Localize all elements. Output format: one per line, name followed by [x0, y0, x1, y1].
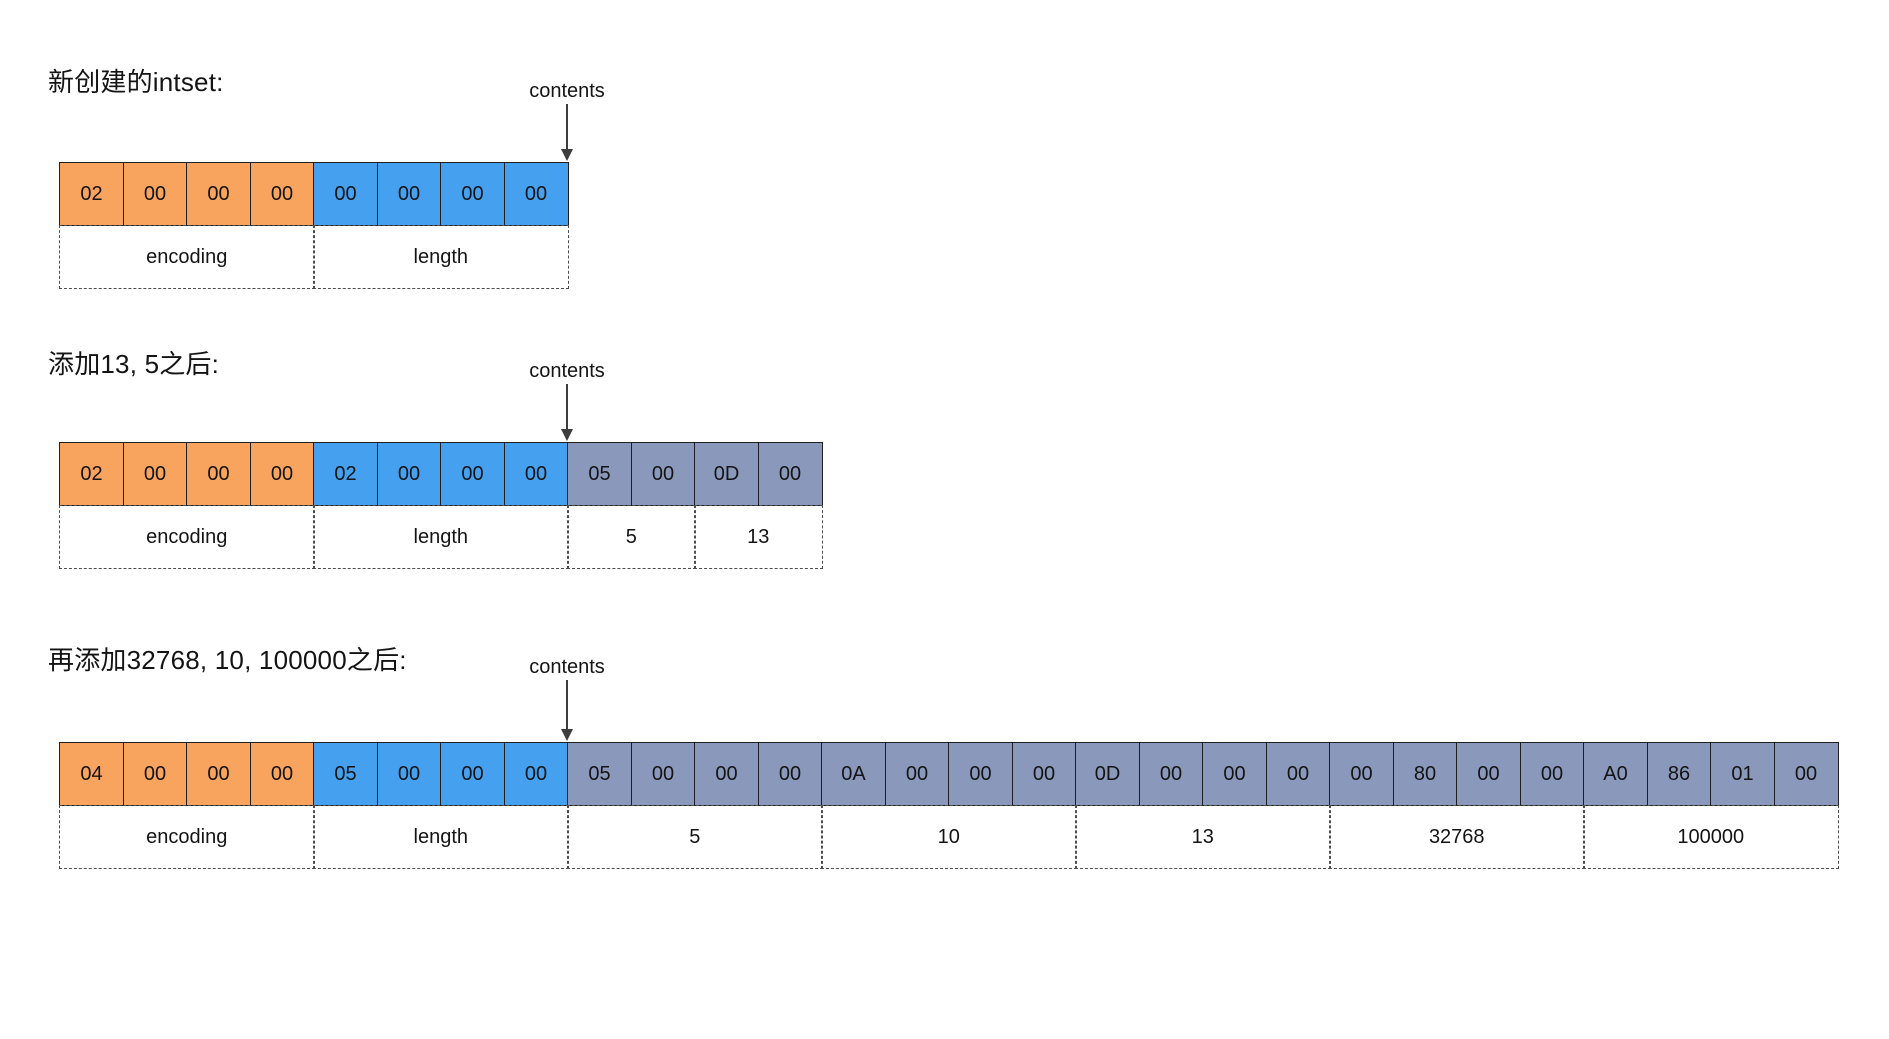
byte-cell: 00: [376, 442, 442, 506]
byte-cell: 00: [249, 162, 315, 226]
byte-cell: 00: [1011, 742, 1077, 806]
field-span-encoding: encoding: [59, 805, 315, 869]
byte-cell: 00: [440, 742, 505, 806]
field-span-length: length: [313, 225, 569, 289]
byte-cell: 02: [59, 442, 124, 506]
byte-cell: 00: [440, 442, 505, 506]
byte-cell: 05: [313, 742, 378, 806]
byte-cell: 00: [757, 442, 823, 506]
byte-cell: 00: [122, 742, 188, 806]
byte-cell: 00: [376, 162, 442, 226]
contents-arrow-head-icon: [561, 149, 573, 161]
field-span-length: length: [313, 505, 569, 569]
byte-cell: 00: [440, 162, 505, 226]
figure-title: 再添加32768, 10, 100000之后:: [48, 645, 407, 675]
field-span-13: 13: [694, 505, 823, 569]
byte-cell: 0D: [694, 442, 759, 506]
contents-pointer-label: contents: [529, 80, 605, 102]
byte-cell: 00: [630, 742, 696, 806]
contents-arrow-line: [566, 384, 568, 432]
byte-cell: 00: [503, 442, 569, 506]
byte-cell: 0D: [1075, 742, 1140, 806]
byte-cell: 00: [630, 442, 696, 506]
byte-cell: 00: [313, 162, 378, 226]
byte-cell: 00: [1329, 742, 1394, 806]
byte-cell: 00: [884, 742, 950, 806]
byte-cell: 00: [1456, 742, 1521, 806]
byte-cell: 00: [1265, 742, 1331, 806]
field-span-length: length: [313, 805, 569, 869]
byte-cell: 00: [1138, 742, 1204, 806]
byte-cell: 00: [757, 742, 823, 806]
field-span-5: 5: [567, 805, 823, 869]
byte-cell: 0A: [821, 742, 886, 806]
byte-cell: 00: [503, 162, 569, 226]
contents-pointer-label: contents: [529, 360, 605, 382]
field-span-encoding: encoding: [59, 225, 315, 289]
field-span-13: 13: [1075, 805, 1331, 869]
byte-cell: 00: [1773, 742, 1839, 806]
contents-arrow-line: [566, 104, 568, 152]
contents-pointer-label: contents: [529, 656, 605, 678]
figure-title: 新创建的intset:: [48, 67, 224, 97]
field-span-encoding: encoding: [59, 505, 315, 569]
byte-cell: 04: [59, 742, 124, 806]
byte-cell: 00: [503, 742, 569, 806]
byte-cell: 00: [694, 742, 759, 806]
byte-cell: 00: [186, 442, 251, 506]
contents-arrow-head-icon: [561, 429, 573, 441]
contents-arrow-head-icon: [561, 729, 573, 741]
byte-cell: 00: [1519, 742, 1585, 806]
byte-cell: 00: [186, 742, 251, 806]
byte-cell: 01: [1710, 742, 1775, 806]
byte-cell: 00: [249, 742, 315, 806]
byte-cell: 00: [376, 742, 442, 806]
byte-cell: A0: [1583, 742, 1648, 806]
byte-cell: 05: [567, 742, 632, 806]
field-span-32768: 32768: [1329, 805, 1585, 869]
byte-cell: 80: [1392, 742, 1458, 806]
byte-cell: 00: [186, 162, 251, 226]
byte-cell: 86: [1646, 742, 1712, 806]
field-span-100000: 100000: [1583, 805, 1839, 869]
field-span-5: 5: [567, 505, 696, 569]
figure-title: 添加13, 5之后:: [48, 349, 220, 379]
contents-arrow-line: [566, 680, 568, 732]
field-span-10: 10: [821, 805, 1077, 869]
byte-cell: 00: [1202, 742, 1267, 806]
byte-cell: 00: [948, 742, 1013, 806]
